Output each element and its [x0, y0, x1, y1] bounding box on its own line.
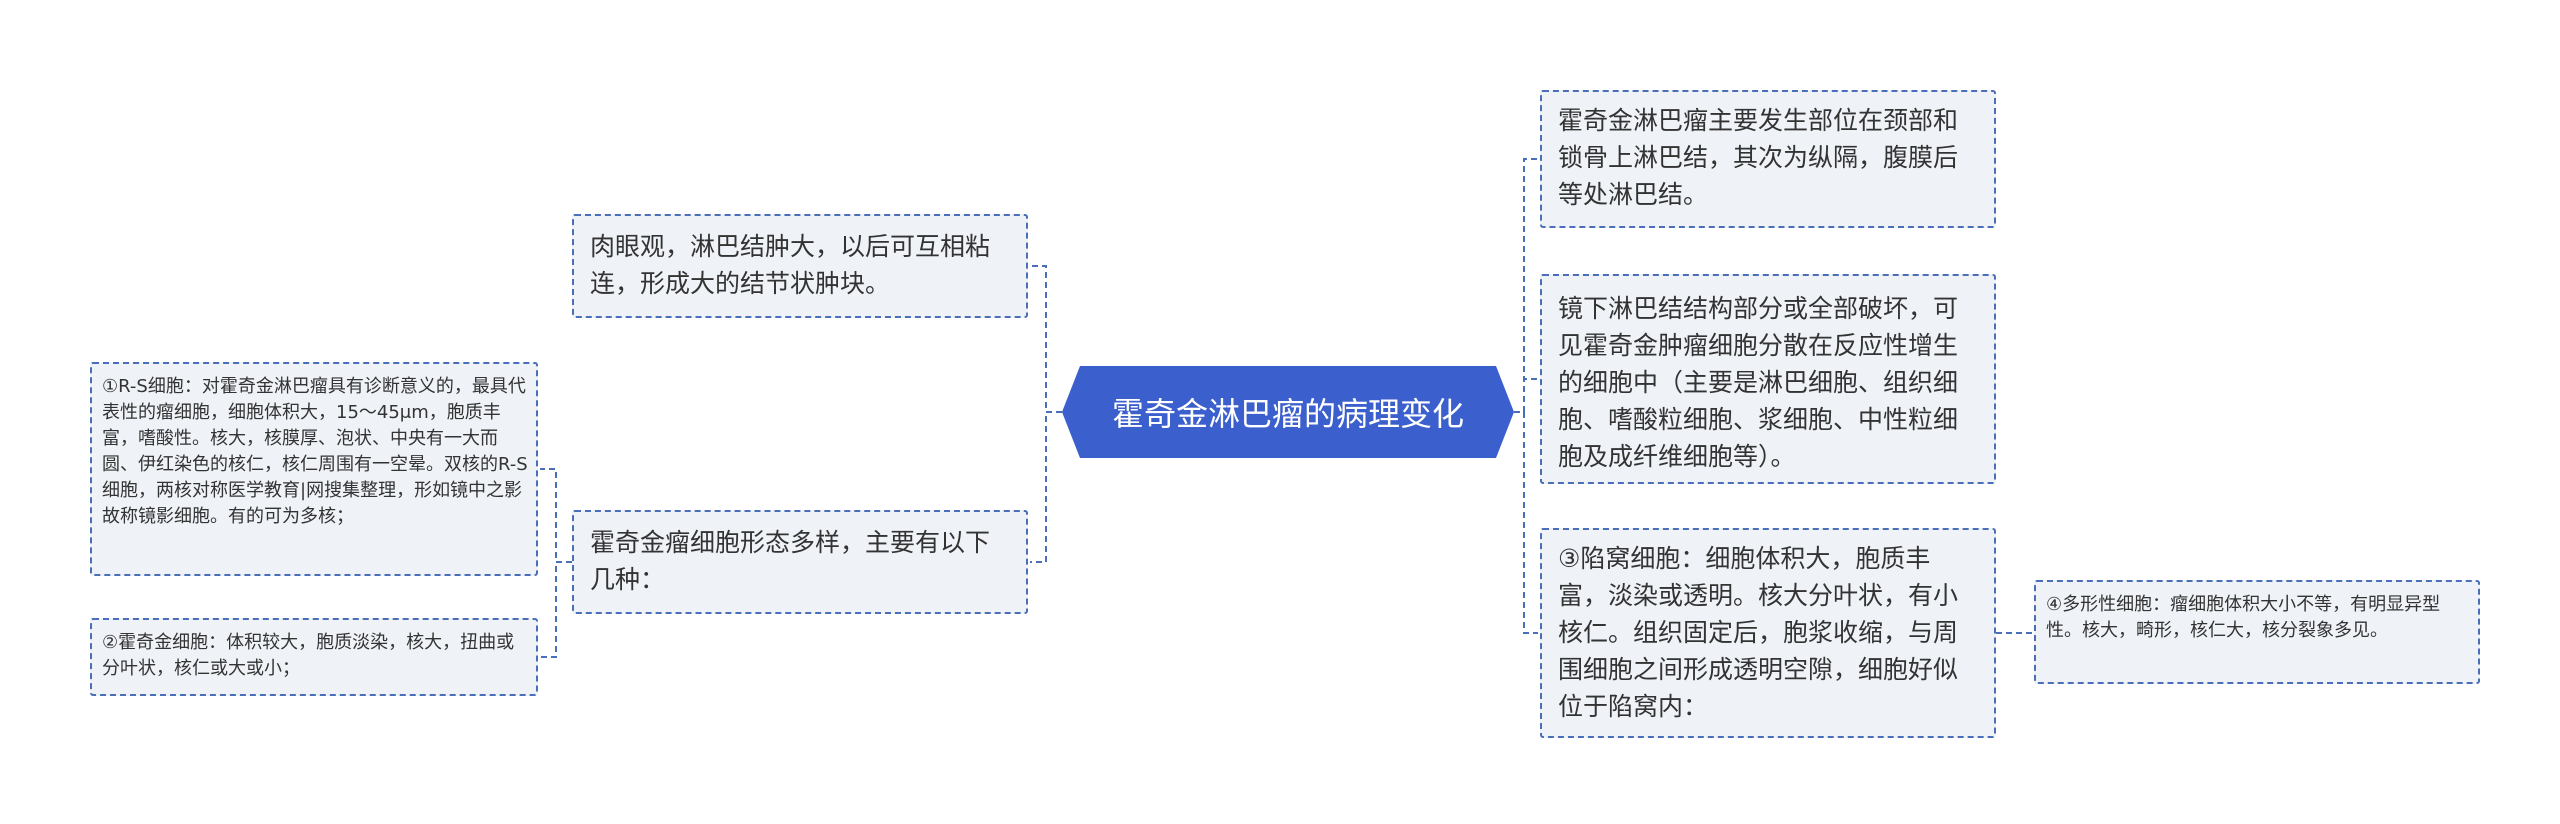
topic-microscopic-findings[interactable]: 镜下淋巴结结构部分或全部破坏，可见霍奇金肿瘤细胞分散在反应性增生的细胞中（主要是… [1540, 274, 1996, 484]
link-morphology-to-hodg [540, 561, 572, 658]
topic-cell-morphology[interactable]: 霍奇金瘤细胞形态多样，主要有以下几种： [572, 510, 1028, 614]
subtopic-rs-cell-text: ①R-S细胞：对霍奇金淋巴瘤具有诊断意义的，最具代表性的瘤细胞，细胞体积大，15… [102, 376, 528, 527]
link-root-to-morphology [1030, 411, 1062, 563]
link-root-to-site [1514, 158, 1538, 413]
subtopic-rs-cell[interactable]: ①R-S细胞：对霍奇金淋巴瘤具有诊断意义的，最具代表性的瘤细胞，细胞体积大，15… [90, 362, 538, 576]
topic-primary-site-text: 霍奇金淋巴瘤主要发生部位在颈部和锁骨上淋巴结，其次为纵隔，腹膜后等处淋巴结。 [1558, 106, 1959, 209]
subtopic-hodgkin-cell-text: ②霍奇金细胞：体积较大，胞质淡染，核大，扭曲或分叶状，核仁或大或小； [102, 632, 515, 679]
topic-gross-appearance-text: 肉眼观，淋巴结肿大，以后可互相粘连，形成大的结节状肿块。 [590, 232, 991, 298]
topic-primary-site[interactable]: 霍奇金淋巴瘤主要发生部位在颈部和锁骨上淋巴结，其次为纵隔，腹膜后等处淋巴结。 [1540, 90, 1996, 228]
link-morphology-to-rs [540, 468, 572, 563]
subtopic-pleomorphic-cell-text: ④多形性细胞：瘤细胞体积大小不等，有明显异型性。核大，畸形，核仁大，核分裂象多见… [2046, 594, 2441, 641]
topic-cell-morphology-text: 霍奇金瘤细胞形态多样，主要有以下几种： [590, 528, 991, 594]
link-root-to-lacunar [1514, 411, 1538, 634]
root-shape [1062, 366, 1514, 458]
root-topic-label: 霍奇金淋巴瘤的病理变化 [1111, 395, 1464, 433]
subtopic-hodgkin-cell[interactable]: ②霍奇金细胞：体积较大，胞质淡染，核大，扭曲或分叶状，核仁或大或小； [90, 618, 538, 696]
topic-microscopic-findings-text: 镜下淋巴结结构部分或全部破坏，可见霍奇金肿瘤细胞分散在反应性增生的细胞中（主要是… [1558, 294, 1959, 471]
subtopic-pleomorphic-cell[interactable]: ④多形性细胞：瘤细胞体积大小不等，有明显异型性。核大，畸形，核仁大，核分裂象多见… [2034, 580, 2480, 684]
root-topic[interactable]: 霍奇金淋巴瘤的病理变化 [1062, 366, 1514, 458]
link-root-to-gross [1030, 265, 1062, 413]
link-root-to-micro [1514, 378, 1538, 413]
topic-lacunar-cell-text: ③陷窝细胞：细胞体积大，胞质丰富，淡染或透明。核大分叶状，有小核仁。组织固定后，… [1558, 544, 1959, 721]
topic-gross-appearance[interactable]: 肉眼观，淋巴结肿大，以后可互相粘连，形成大的结节状肿块。 [572, 214, 1028, 318]
topic-lacunar-cell[interactable]: ③陷窝细胞：细胞体积大，胞质丰富，淡染或透明。核大分叶状，有小核仁。组织固定后，… [1540, 528, 1996, 738]
